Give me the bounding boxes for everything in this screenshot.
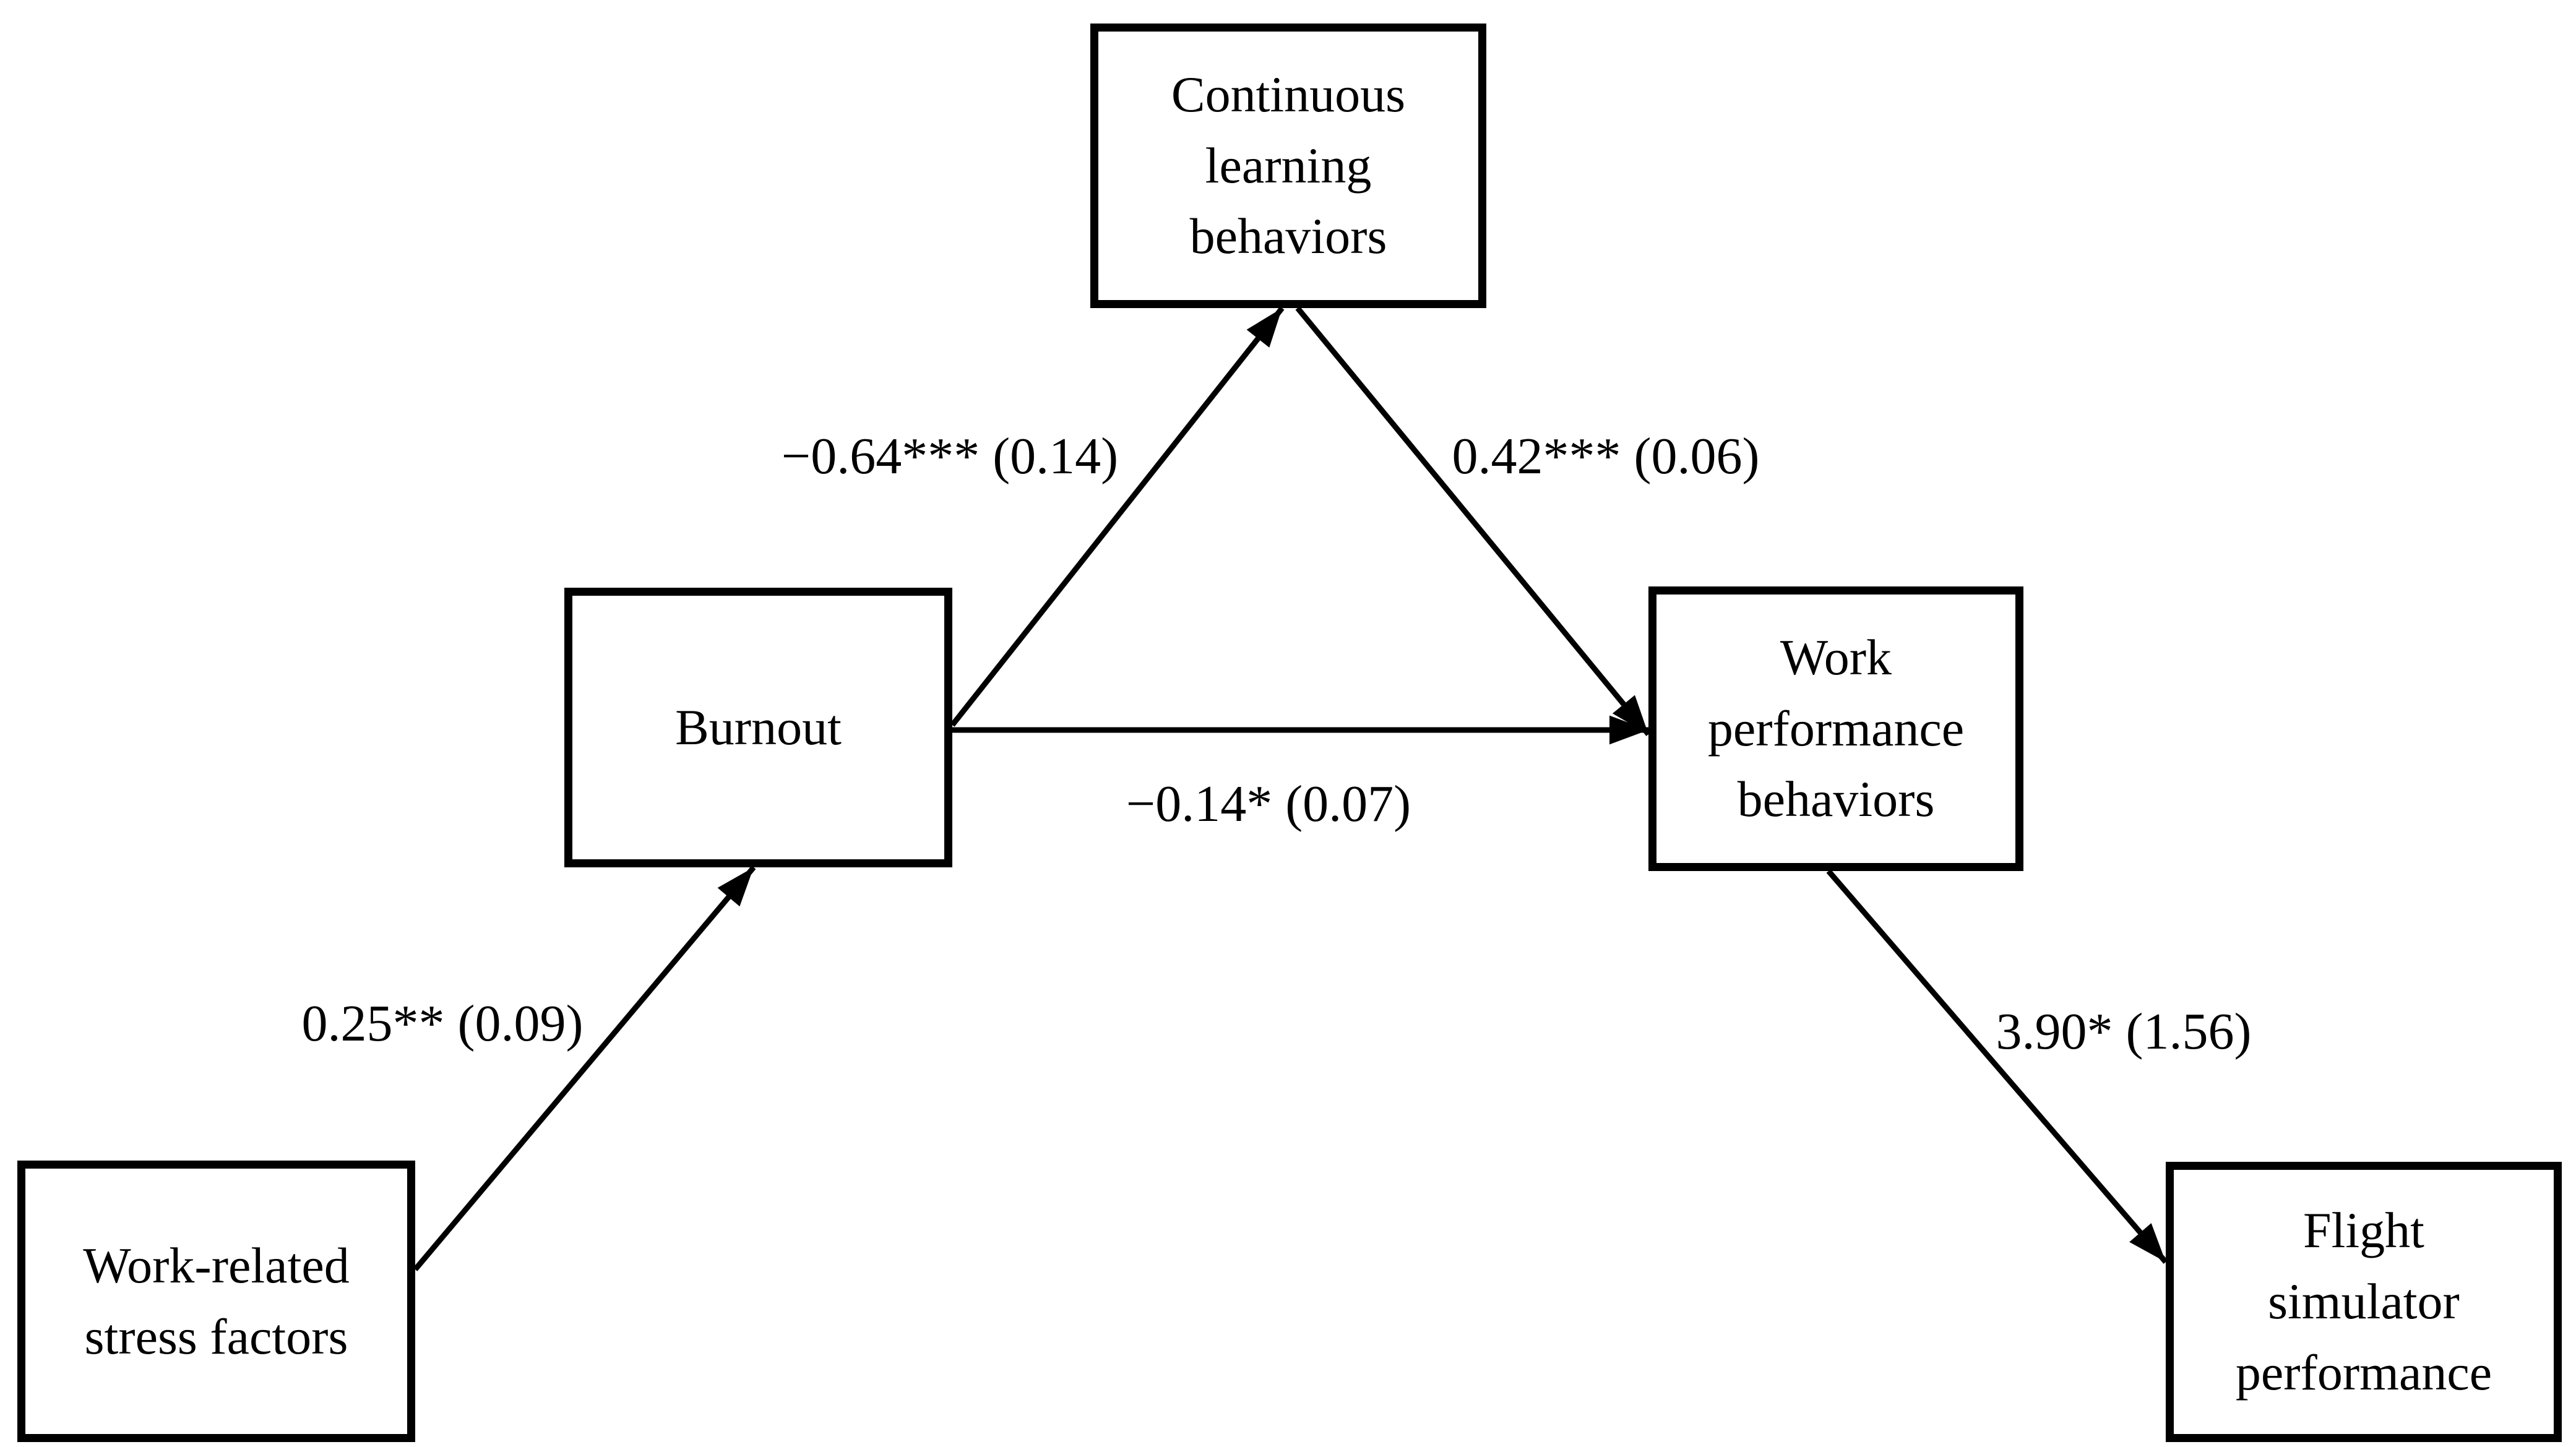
arrow-stress-to-burnout — [413, 865, 756, 1271]
edge-label-stress-to-burnout: 0.25** (0.09) — [301, 995, 584, 1052]
node-box-work-stress: Work-related stress factors — [17, 1161, 415, 1442]
node-label-line: Work — [1780, 629, 1892, 685]
node-label-line: behaviors — [1189, 208, 1387, 265]
edge-label-work-performance-to-flight-simulator: 3.90* (1.56) — [1996, 1003, 2252, 1060]
arrow-work-performance-to-flight-simulator — [1826, 869, 2168, 1264]
node-label-work-stress: Work-related stress factors — [83, 1230, 350, 1373]
node-label-line: performance — [1707, 700, 1965, 757]
edge-label-continuous-learning-to-work-performance: 0.42*** (0.06) — [1452, 427, 1760, 485]
node-label-flight-simulator: Flight simulator performance — [2236, 1195, 2492, 1408]
node-label-line: learning — [1205, 137, 1372, 194]
node-label-line: Flight — [2303, 1202, 2424, 1259]
arrow-burnout-to-continuous-learning — [950, 306, 1285, 727]
node-label-line: Continuous — [1171, 66, 1406, 122]
node-label-continuous-learning: Continuous learning behaviors — [1171, 59, 1405, 272]
node-label-line: behaviors — [1737, 771, 1935, 828]
node-label-line: performance — [2235, 1344, 2492, 1401]
node-box-continuous-learning: Continuous learning behaviors — [1090, 24, 1486, 308]
node-label-work-performance: Work performance behaviors — [1708, 622, 1964, 835]
node-label-line: Work-related — [83, 1237, 350, 1294]
node-label-line: Burnout — [675, 698, 842, 755]
node-label-line: stress factors — [84, 1308, 348, 1365]
node-box-flight-simulator: Flight simulator performance — [2166, 1162, 2562, 1442]
node-box-burnout: Burnout — [564, 588, 952, 867]
node-label-burnout: Burnout — [675, 692, 842, 763]
edge-label-burnout-to-work-performance: −0.14* (0.07) — [1126, 775, 1411, 833]
node-label-line: simulator — [2268, 1273, 2460, 1330]
node-box-work-performance: Work performance behaviors — [1648, 586, 2023, 871]
arrow-continuous-learning-to-work-performance — [1295, 306, 1651, 736]
edge-label-burnout-to-continuous-learning: −0.64*** (0.14) — [781, 427, 1119, 485]
